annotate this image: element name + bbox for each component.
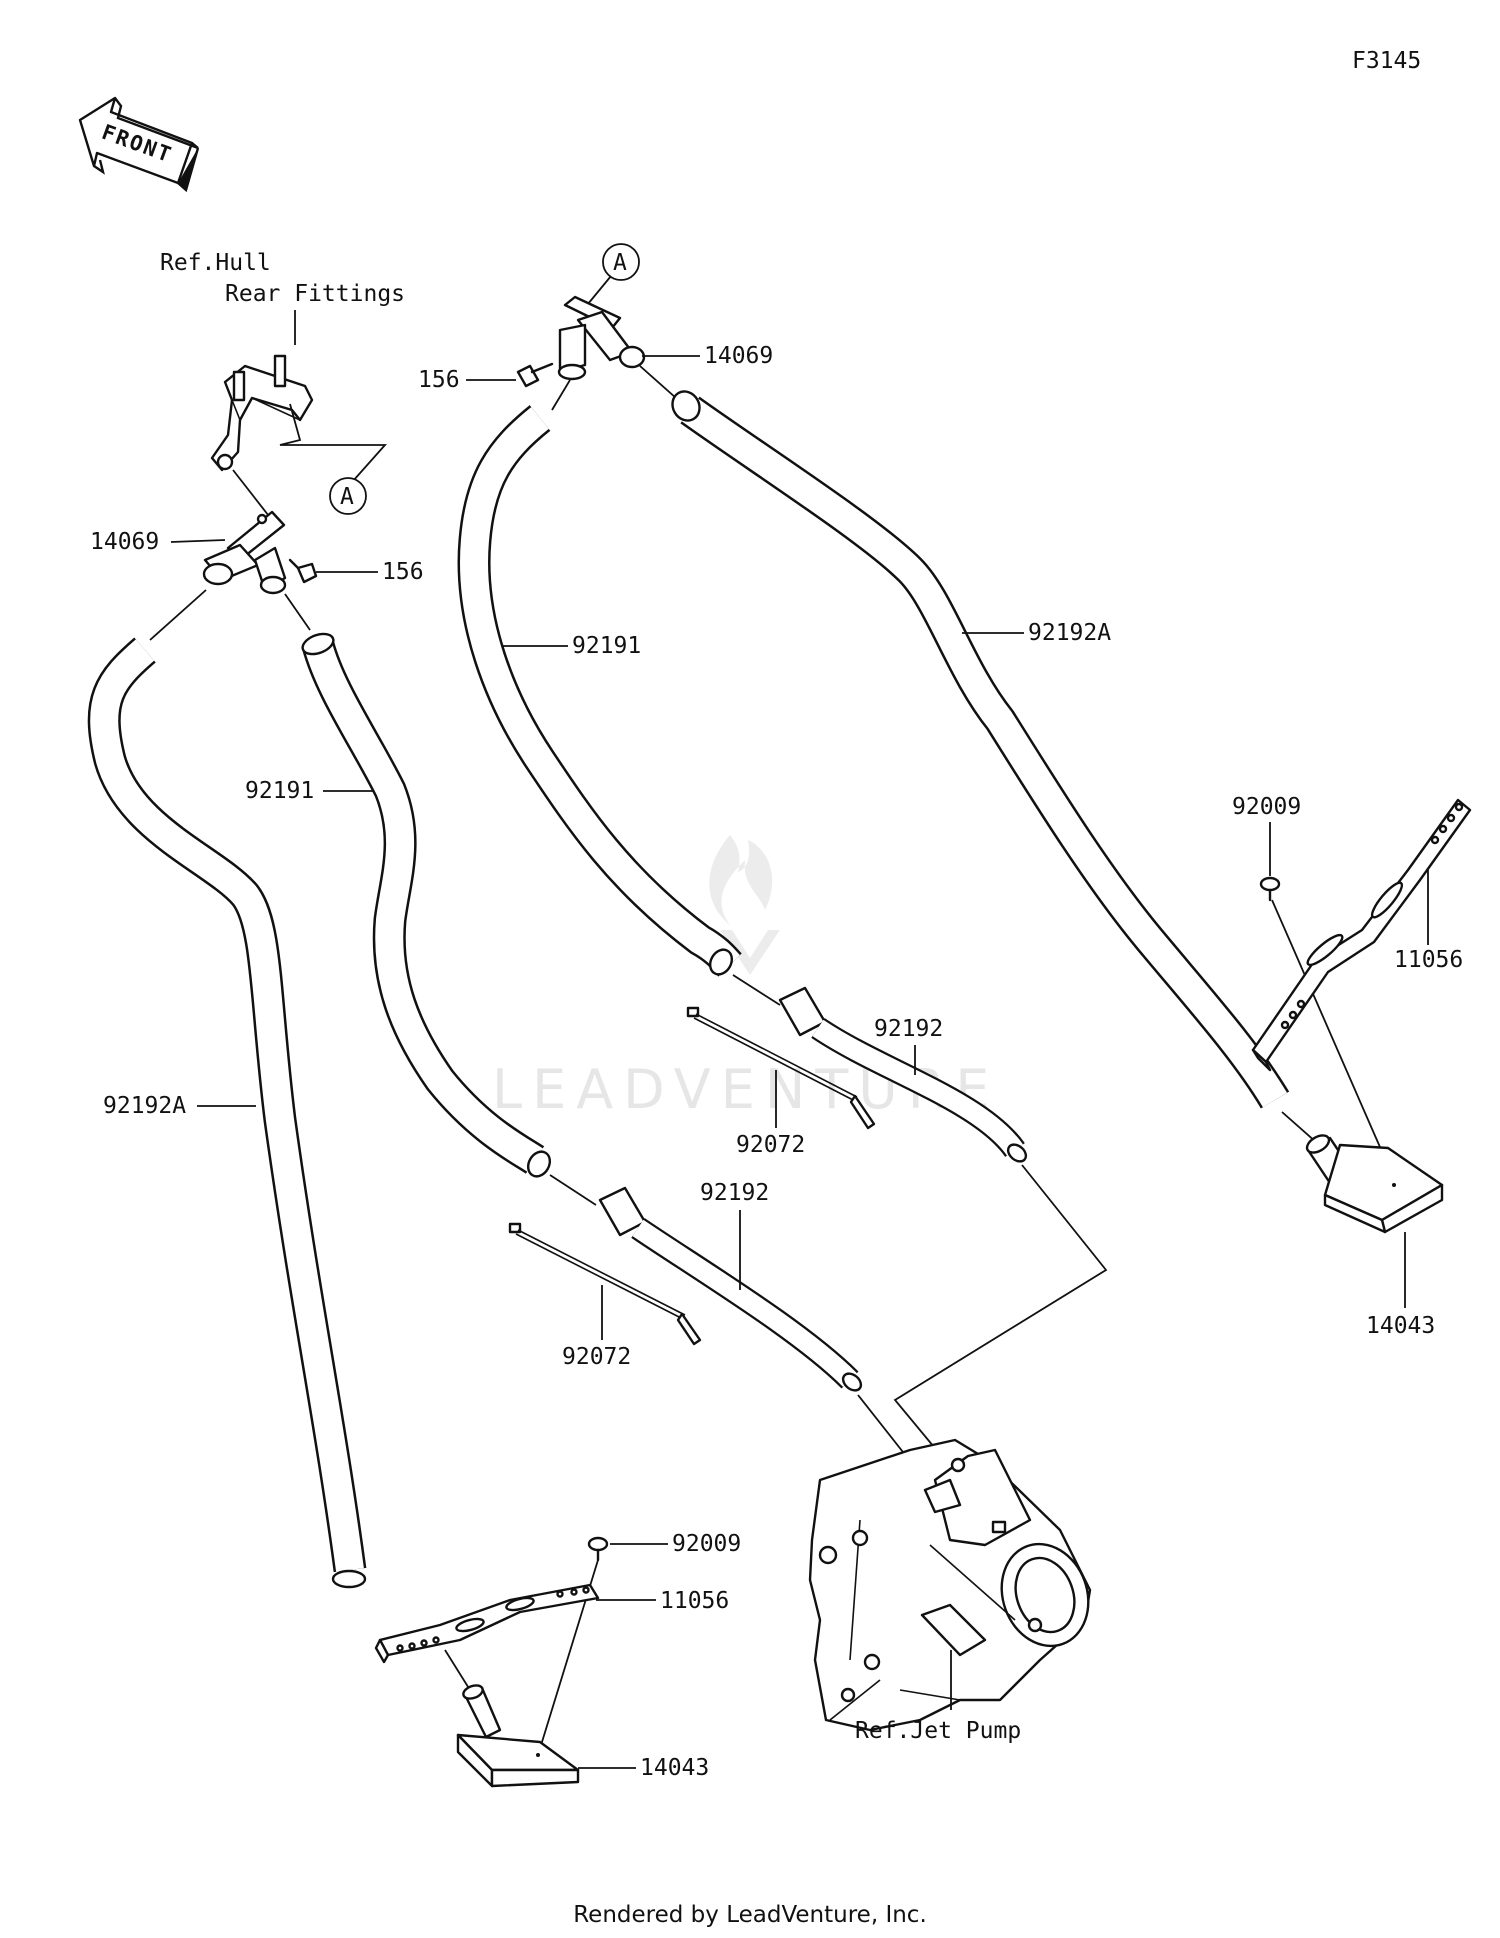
label-11056-lower: 11056 bbox=[660, 1588, 729, 1614]
hull-rear-fitting-bracket bbox=[210, 354, 314, 472]
label-92191-left: 92191 bbox=[245, 778, 314, 804]
label-156-left: 156 bbox=[382, 559, 424, 585]
ref-hull-line2: Rear Fittings bbox=[225, 281, 405, 307]
label-156-right: 156 bbox=[418, 367, 460, 393]
hose-92191-right bbox=[457, 405, 742, 977]
label-92072-upper: 92072 bbox=[736, 1132, 805, 1158]
footer-credit: Rendered by LeadVenture, Inc. bbox=[573, 1902, 927, 1928]
hose-92192-upper bbox=[778, 986, 1028, 1163]
callout-a-right: A bbox=[602, 243, 640, 281]
bolt-156-left bbox=[288, 558, 318, 584]
hose-92191-left bbox=[301, 632, 552, 1178]
label-92192a-right: 92192A bbox=[1028, 620, 1111, 646]
screw-92009-right bbox=[1259, 876, 1281, 902]
ref-jet-pump: Ref.Jet Pump bbox=[855, 1718, 1021, 1744]
bracket-11056-right bbox=[1251, 798, 1472, 1072]
cable-tie-92072-upper bbox=[686, 1006, 876, 1130]
diagram-code: F3145 bbox=[1352, 48, 1421, 74]
hose-92192-lower bbox=[598, 1186, 863, 1392]
fitting-14069-left bbox=[202, 510, 287, 595]
label-14043-lower: 14043 bbox=[640, 1755, 709, 1781]
screw-92009-lower bbox=[587, 1536, 609, 1562]
callout-a-left: A bbox=[329, 477, 367, 515]
ref-hull-line1: Ref.Hull bbox=[160, 250, 271, 276]
label-14069-left: 14069 bbox=[90, 529, 159, 555]
svg-text:A: A bbox=[340, 484, 354, 510]
front-arrow-icon: FRONT bbox=[78, 96, 200, 193]
intake-14043-lower bbox=[456, 1684, 580, 1788]
label-92009-right: 92009 bbox=[1232, 794, 1301, 820]
label-92009-lower: 92009 bbox=[672, 1531, 741, 1557]
bracket-11056-lower bbox=[374, 1583, 600, 1664]
bolt-156-right bbox=[516, 362, 554, 388]
label-11056-right: 11056 bbox=[1394, 947, 1463, 973]
label-92072-lower: 92072 bbox=[562, 1344, 631, 1370]
svg-text:A: A bbox=[613, 250, 627, 276]
label-92192a-left: 92192A bbox=[103, 1093, 186, 1119]
hose-92192a-left bbox=[87, 637, 367, 1589]
label-92192-lower: 92192 bbox=[700, 1180, 769, 1206]
hose-92192a-right bbox=[671, 390, 1290, 1109]
label-92191-right: 92191 bbox=[572, 633, 641, 659]
label-14043-right: 14043 bbox=[1366, 1313, 1435, 1339]
fitting-14069-right bbox=[557, 295, 646, 381]
cable-tie-92072-lower bbox=[508, 1222, 702, 1346]
label-92192-upper: 92192 bbox=[874, 1016, 943, 1042]
intake-14043-right bbox=[1305, 1134, 1444, 1234]
label-14069-right: 14069 bbox=[704, 343, 773, 369]
jet-pump bbox=[808, 1438, 1092, 1732]
